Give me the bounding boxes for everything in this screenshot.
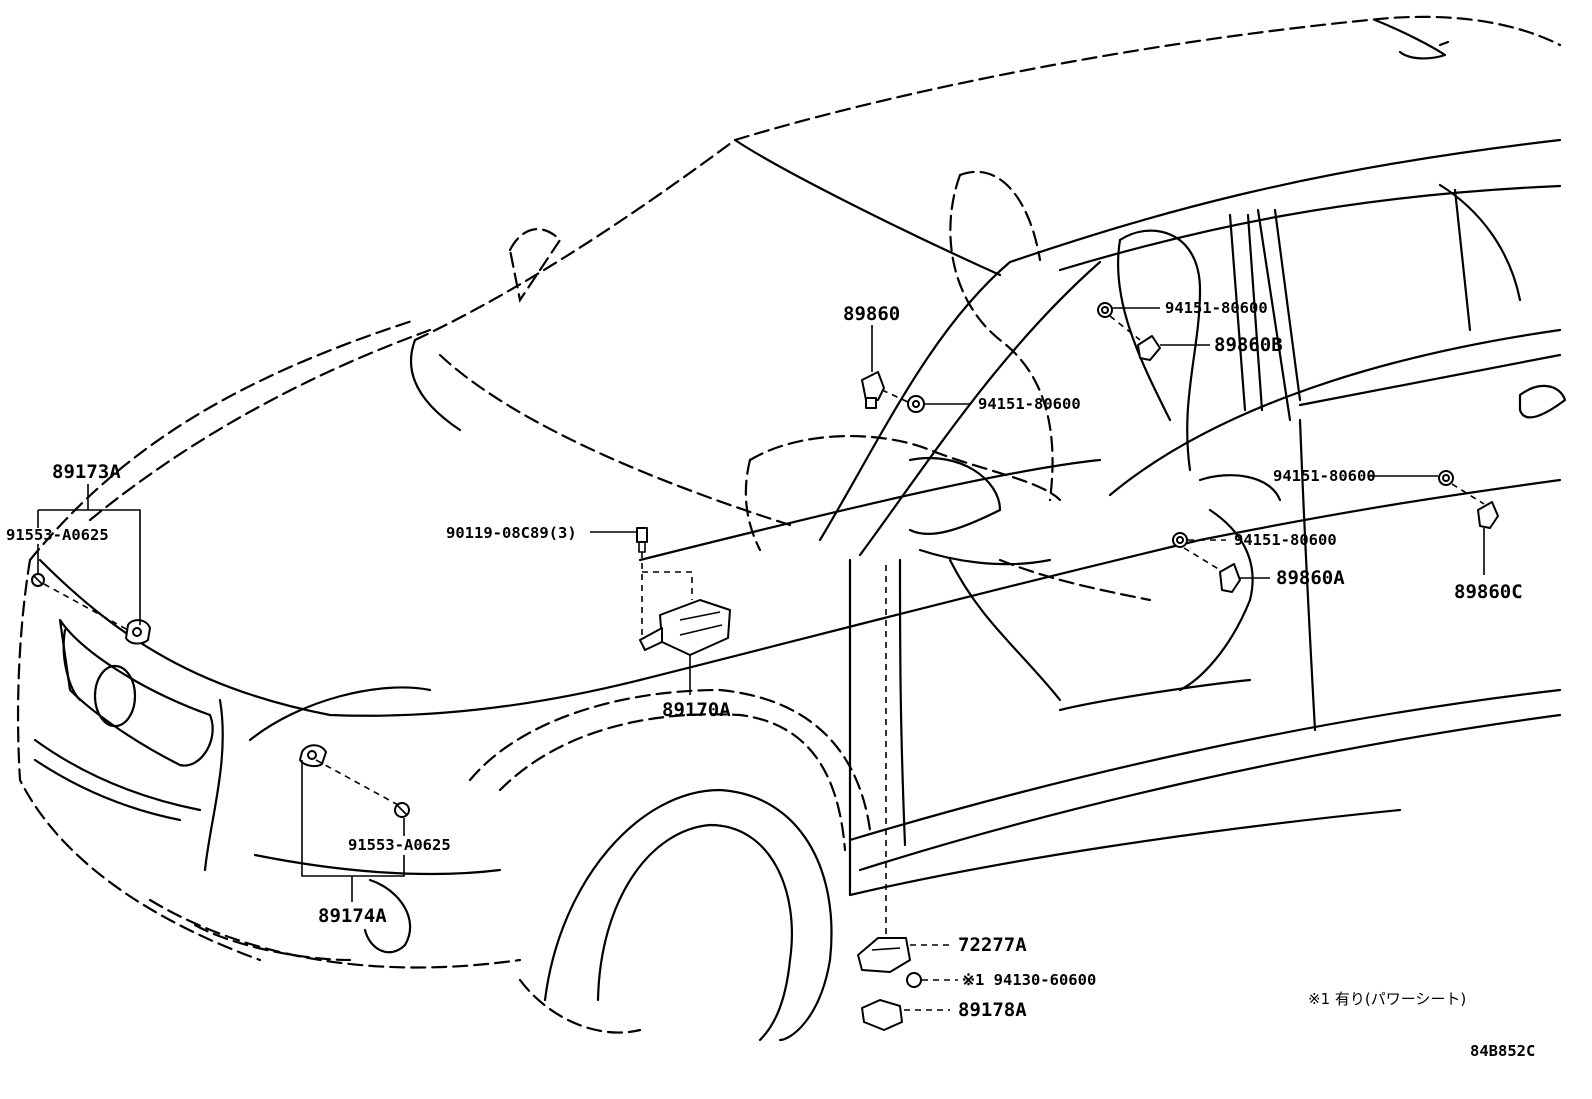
airbag-computer-icon [639, 599, 731, 656]
nut-icon [907, 395, 925, 413]
label-89170A: 89170A [662, 699, 731, 721]
label-91553-A0625-front: 91553-A0625 [348, 836, 451, 854]
drawing-code: 84B852C [1470, 1042, 1535, 1060]
part-labels: 89173A 91553-A0625 91553-A0625 89174A 90… [6, 299, 1535, 1060]
nut-icon [1097, 302, 1113, 318]
screw-icon [636, 527, 648, 553]
label-89173A: 89173A [52, 461, 121, 483]
sensor-icon-89860A [1219, 563, 1241, 593]
label-89178A: 89178A [958, 999, 1027, 1021]
sensor-icon-89178A [861, 999, 903, 1031]
sensor-icon-89174A [299, 744, 327, 768]
car-body-lines [16, 15, 1567, 1042]
label-94130-60600: ※1 94130-60600 [962, 971, 1096, 989]
nut-icon [906, 972, 922, 988]
label-89860B: 89860B [1214, 334, 1283, 356]
nut-icon [1172, 532, 1188, 548]
sensor-icon-89860C [1477, 501, 1499, 529]
label-94151-80600-a: 94151-80600 [978, 395, 1081, 413]
label-94151-80600-d: 94151-80600 [1234, 531, 1337, 549]
nut-icon [1438, 470, 1454, 486]
leader-lines [37, 307, 1485, 1011]
sensor-icon-89860 [861, 371, 885, 409]
sensor-icon-89173A [125, 619, 151, 645]
label-90119-08C89: 90119-08C89(3) [446, 524, 577, 542]
footnote-power-seat: ※1 有り(パワーシート) [1308, 990, 1466, 1008]
label-94151-80600-b: 94151-80600 [1165, 299, 1268, 317]
sensor-icon-89860B [1137, 335, 1161, 361]
label-89860A: 89860A [1276, 567, 1345, 589]
bolt-icon [31, 573, 45, 587]
label-89860C: 89860C [1454, 581, 1523, 603]
label-72277A: 72277A [958, 934, 1027, 956]
label-89174A: 89174A [318, 905, 387, 927]
bracket-icon-72277A [857, 937, 911, 973]
label-89860: 89860 [843, 303, 900, 325]
part-shapes [31, 302, 1499, 1031]
label-94151-80600-c: 94151-80600 [1273, 467, 1376, 485]
bolt-icon [394, 802, 410, 818]
label-91553-A0625-left: 91553-A0625 [6, 526, 109, 544]
